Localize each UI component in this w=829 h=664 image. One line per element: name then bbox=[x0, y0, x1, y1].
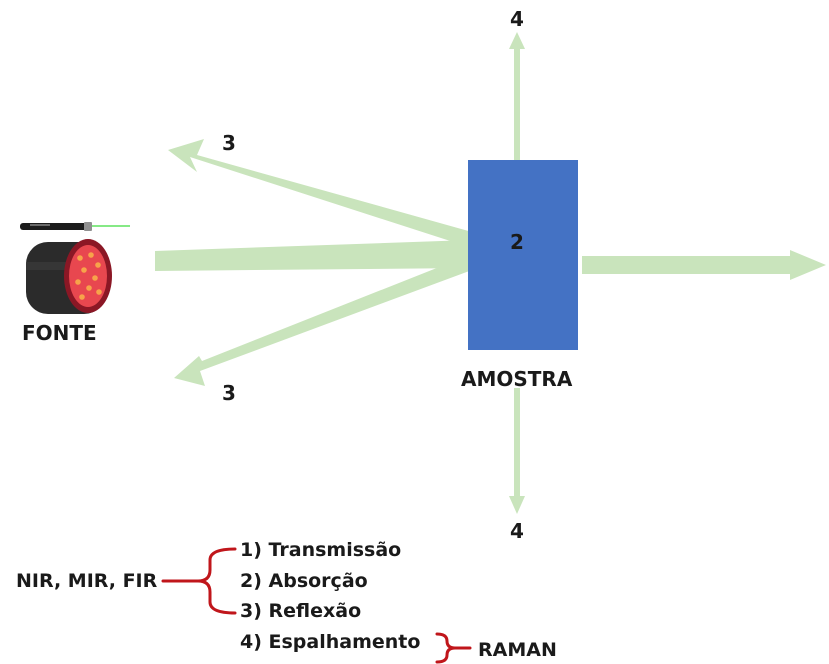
reflected-beam-upper bbox=[168, 139, 472, 248]
reflection-number-lower: 3 bbox=[222, 381, 236, 405]
sample-label: AMOSTRA bbox=[461, 367, 573, 391]
source-label: FONTE bbox=[22, 321, 97, 345]
scatter-number-top: 4 bbox=[510, 7, 524, 31]
transmitted-beam bbox=[582, 250, 826, 280]
laser-pointer-icon bbox=[20, 222, 130, 231]
raman-brace bbox=[435, 632, 472, 664]
lamp-icon bbox=[26, 239, 112, 314]
reflection-number-upper: 3 bbox=[222, 131, 236, 155]
ir-region-label: NIR, MIR, FIR bbox=[16, 570, 158, 592]
sample-box bbox=[468, 160, 578, 350]
reflected-beam-lower bbox=[174, 254, 472, 386]
scattered-beam-up bbox=[509, 32, 525, 160]
legend: NIR, MIR, FIR 1) Transmissão 2) Absorção… bbox=[16, 539, 557, 664]
legend-item-reflection: 3) Reflexão bbox=[240, 600, 361, 622]
source-icon bbox=[20, 222, 130, 314]
ir-brace bbox=[161, 547, 237, 615]
scatter-number-bottom: 4 bbox=[510, 519, 524, 543]
incident-beam bbox=[155, 240, 470, 271]
scattered-beam-down bbox=[509, 388, 525, 514]
raman-label: RAMAN bbox=[478, 639, 557, 661]
legend-item-scattering: 4) Espalhamento bbox=[240, 631, 420, 653]
beam-arrows bbox=[155, 32, 826, 514]
legend-item-absorption: 2) Absorção bbox=[240, 570, 368, 592]
legend-item-transmission: 1) Transmissão bbox=[240, 539, 401, 561]
sample-number: 2 bbox=[510, 230, 524, 254]
